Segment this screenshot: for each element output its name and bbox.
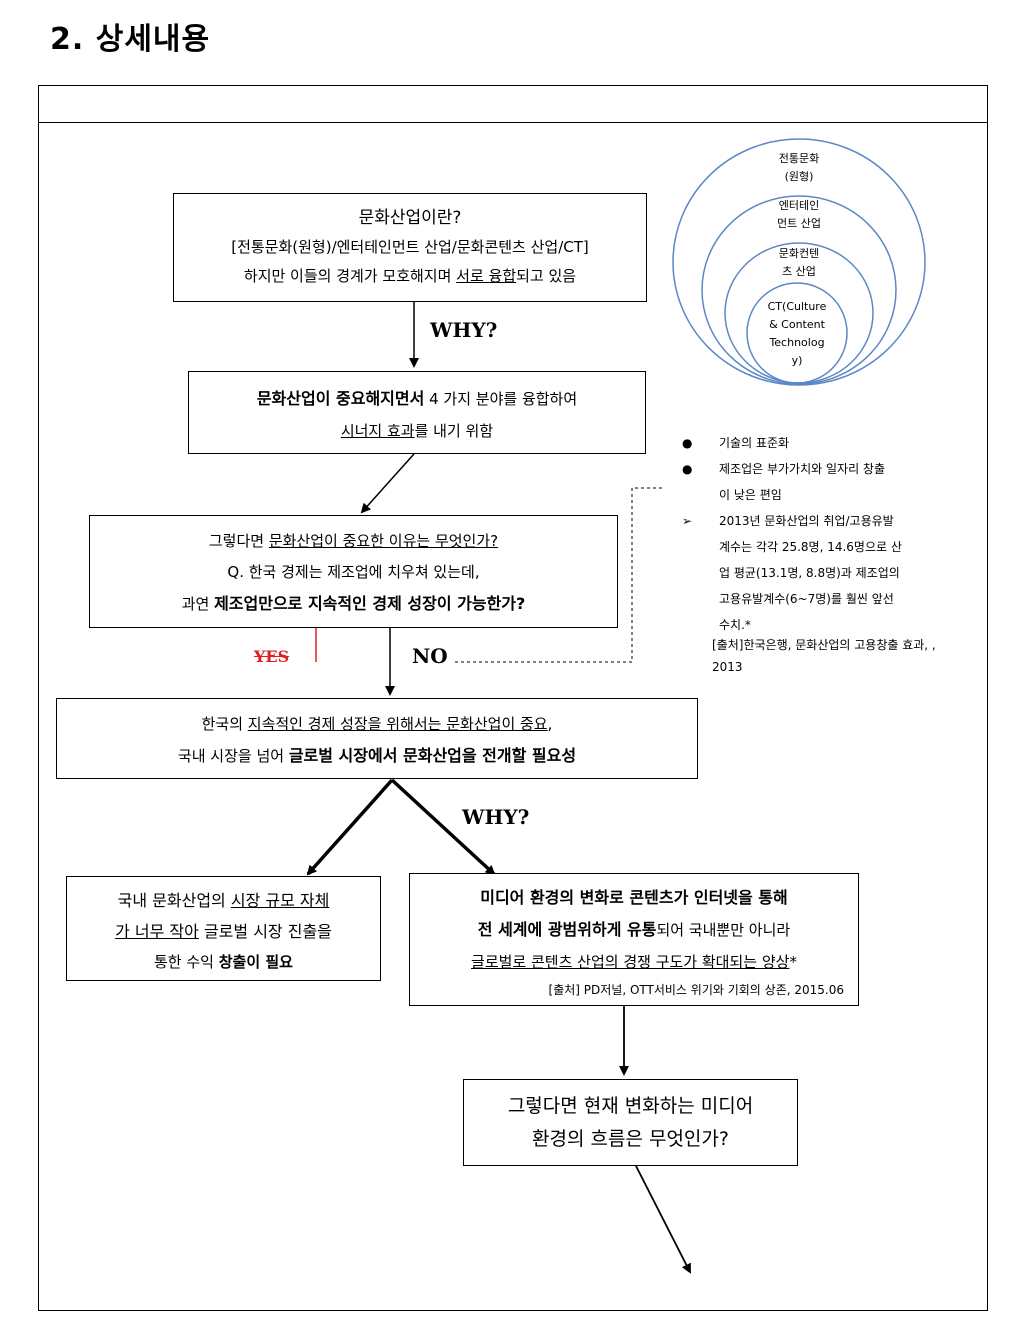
circle-ct [746, 282, 848, 384]
box-global-necessity: 한국의 지속적인 경제 성장을 위해서는 문화산업이 중요, 국내 시장을 넘어… [56, 698, 698, 779]
box4-line1: 한국의 지속적인 경제 성장을 위해서는 문화산업이 중요, [201, 715, 553, 733]
note-bullet-1: ●기술의 표준화 [682, 430, 992, 456]
no-label: NO [412, 644, 448, 668]
box-why-important: 그렇다면 문화산업이 중요한 이유는 무엇인가? Q. 한국 경제는 제조업에 … [89, 515, 618, 628]
box2-line1: 문화산업이 중요해지면서 4 가지 분야를 융합하여 [256, 389, 578, 408]
box-synergy: 문화산업이 중요해지면서 4 가지 분야를 융합하여 시너지 효과를 내기 위함 [188, 371, 646, 454]
box6-line3: 글로벌로 콘텐츠 산업의 경쟁 구도가 확대되는 양상* [471, 953, 797, 971]
why-label-2: WHY? [462, 805, 530, 829]
dashed-note-connector [455, 487, 664, 663]
circle-label-third-1: 문화컨텐 [778, 247, 820, 260]
frame-header-divider [38, 122, 988, 123]
circle-label-third-2: 츠 산업 [782, 265, 816, 278]
circle-label-inner-1: CT(Culture [767, 300, 827, 313]
box6-line2: 전 세계에 광범위하게 유통되어 국내뿐만 아니라 [477, 920, 791, 939]
box7-line2: 환경의 흐름은 무엇인가? [532, 1128, 729, 1150]
box5-line1: 국내 문화산업의 시장 규모 자체 [117, 891, 330, 910]
box2-line2: 시너지 효과를 내기 위함 [340, 422, 494, 440]
box1-categories: [전통문화(원형)/엔터테인먼트 산업/문화콘텐츠 산업/CT] [231, 238, 589, 256]
circle-label-second-1: 엔터테인 [778, 199, 820, 212]
circle-label-second: 엔터테인 먼트 산업 [749, 197, 849, 233]
arrow-bullet-icon: ➢ [682, 514, 693, 528]
circle-label-inner: CT(Culture & Content Technolog y) [747, 298, 847, 370]
bullet-dot-icon: ● [682, 462, 693, 476]
arrow-box4-box6 [390, 778, 496, 876]
circle-label-inner-3: Technolog [769, 336, 825, 349]
circle-label-third: 문화컨텐 츠 산업 [749, 245, 849, 281]
section-title: 2. 상세내용 [50, 22, 211, 57]
box1-statement: 하지만 이들의 경계가 모호해지며 서로 융합되고 있음 [243, 267, 577, 285]
box7-line1: 그렇다면 현재 변화하는 미디어 [507, 1095, 754, 1117]
box-media-change: 미디어 환경의 변화로 콘텐츠가 인터넷을 통해 전 세계에 광범위하게 유통되… [409, 873, 859, 1006]
circle-label-inner-2: & Content [769, 318, 825, 331]
circle-label-outer-1: 전통문화 [778, 152, 820, 165]
box3-question: Q. 한국 경제는 제조업에 치우쳐 있는데, [227, 563, 480, 581]
circle-label-inner-4: y) [791, 354, 803, 367]
why-label-1: WHY? [430, 318, 498, 342]
yes-label: YES [254, 647, 290, 666]
circle-label-second-2: 먼트 산업 [777, 217, 821, 230]
content-frame [38, 85, 988, 1311]
circle-traditional-culture [672, 138, 926, 386]
nested-circles-diagram [672, 138, 926, 386]
box-small-market: 국내 문화산업의 시장 규모 자체 가 너무 작아 글로벌 시장 진출을 통한 … [66, 876, 381, 981]
box6-source: [출처] PD저널, OTT서비스 위기와 기회의 상존, 2015.06 [548, 983, 844, 997]
box6-line1: 미디어 환경의 변화로 콘텐츠가 인터넷을 통해 [480, 888, 788, 907]
box5-line2: 가 너무 작아 글로벌 시장 진출을 [115, 922, 332, 941]
box1-question: 문화산업이란? [358, 208, 462, 228]
box-media-flow-question: 그렇다면 현재 변화하는 미디어 환경의 흐름은 무엇인가? [463, 1079, 798, 1166]
box3-line3: 과연 제조업만으로 지속적인 경제 성장이 가능한가? [181, 594, 526, 613]
circle-label-outer: 전통문화 (원형) [749, 150, 849, 186]
arrow-box4-box5 [306, 778, 394, 876]
box3-line1: 그렇다면 문화산업이 중요한 이유는 무엇인가? [208, 532, 499, 550]
arrow-box7-next [635, 1165, 691, 1274]
box4-line2: 국내 시장을 넘어 글로벌 시장에서 문화산업을 전개할 필요성 [177, 746, 577, 765]
box-what-is-culture-industry: 문화산업이란? [전통문화(원형)/엔터테인먼트 산업/문화콘텐츠 산업/CT]… [173, 193, 647, 302]
arrow-box2-box3 [360, 453, 415, 514]
note-source: [출처]한국은행, 문화산업의 고용창출 효과, , 2013 [712, 638, 936, 674]
circle-entertainment [701, 195, 897, 385]
box5-line3: 통한 수익 창출이 필요 [154, 953, 293, 971]
bullet-dot-icon: ● [682, 436, 693, 450]
circle-label-outer-2: (원형) [784, 170, 814, 183]
